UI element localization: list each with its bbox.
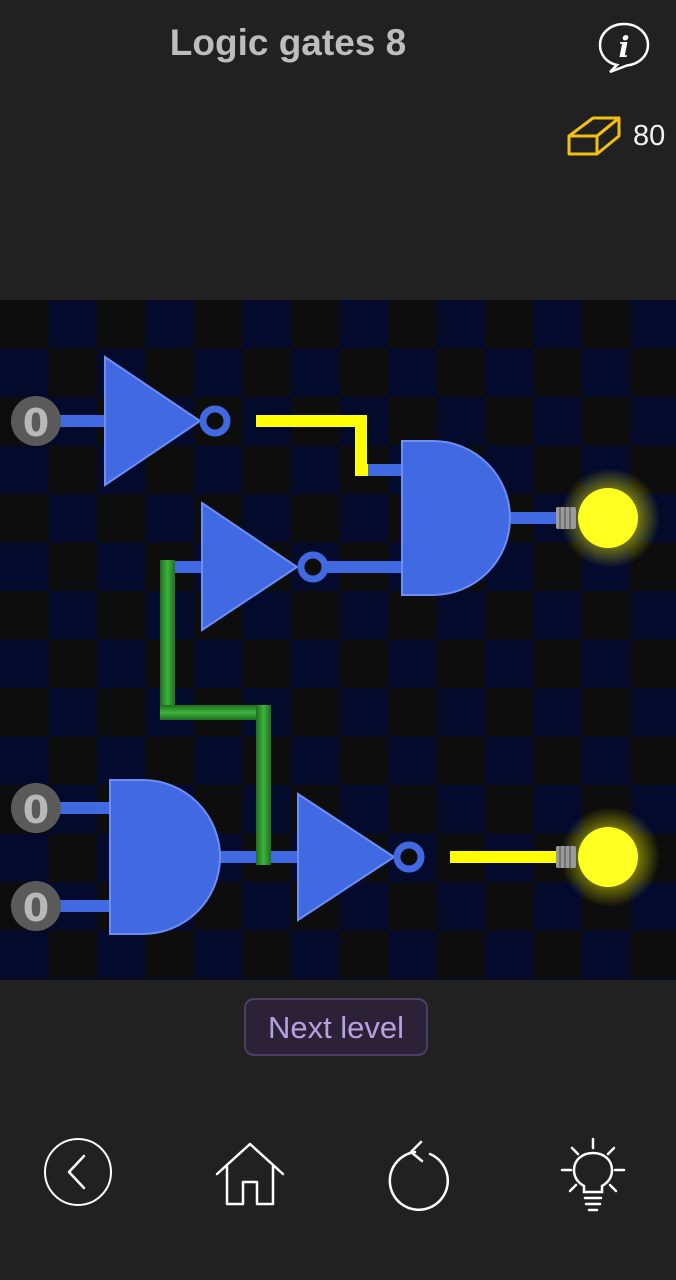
hint-button[interactable] [558,1136,630,1216]
info-speech-bubble-icon: i [598,22,650,74]
not-gate-1[interactable] [104,355,231,487]
eraser-count: 80 [633,120,666,152]
input-2-value: 0 [23,788,49,832]
level-title: Logic gates 8 [169,22,407,63]
not-gate-2[interactable] [201,501,329,632]
home-icon [215,1142,285,1206]
lightbulb-hint-icon [560,1137,626,1212]
eraser-currency: 80 [563,110,673,164]
home-button[interactable] [214,1136,286,1216]
circuit-board[interactable]: 0 0 0 [0,300,676,980]
wire-selected[interactable] [160,560,271,865]
svg-text:i: i [618,30,629,64]
bulb-1 [556,468,660,568]
back-button[interactable] [42,1136,114,1216]
wires-on [256,415,558,863]
next-level-button[interactable]: Next level [244,998,428,1056]
info-button[interactable]: i [596,20,652,76]
back-arrow-icon [44,1138,112,1206]
eraser-icon [567,116,621,156]
and-gate-2[interactable] [109,779,221,935]
input-2[interactable]: 0 [11,783,61,833]
input-1-value: 0 [23,401,49,445]
and-gate-1[interactable] [401,440,511,596]
input-1[interactable]: 0 [11,396,61,446]
input-3-value: 0 [23,886,49,930]
restart-button[interactable] [386,1136,458,1216]
bulb-2 [556,807,660,907]
wires-off [60,415,556,912]
restart-icon [388,1140,450,1211]
input-3[interactable]: 0 [11,881,61,931]
not-gate-3[interactable] [297,792,425,922]
